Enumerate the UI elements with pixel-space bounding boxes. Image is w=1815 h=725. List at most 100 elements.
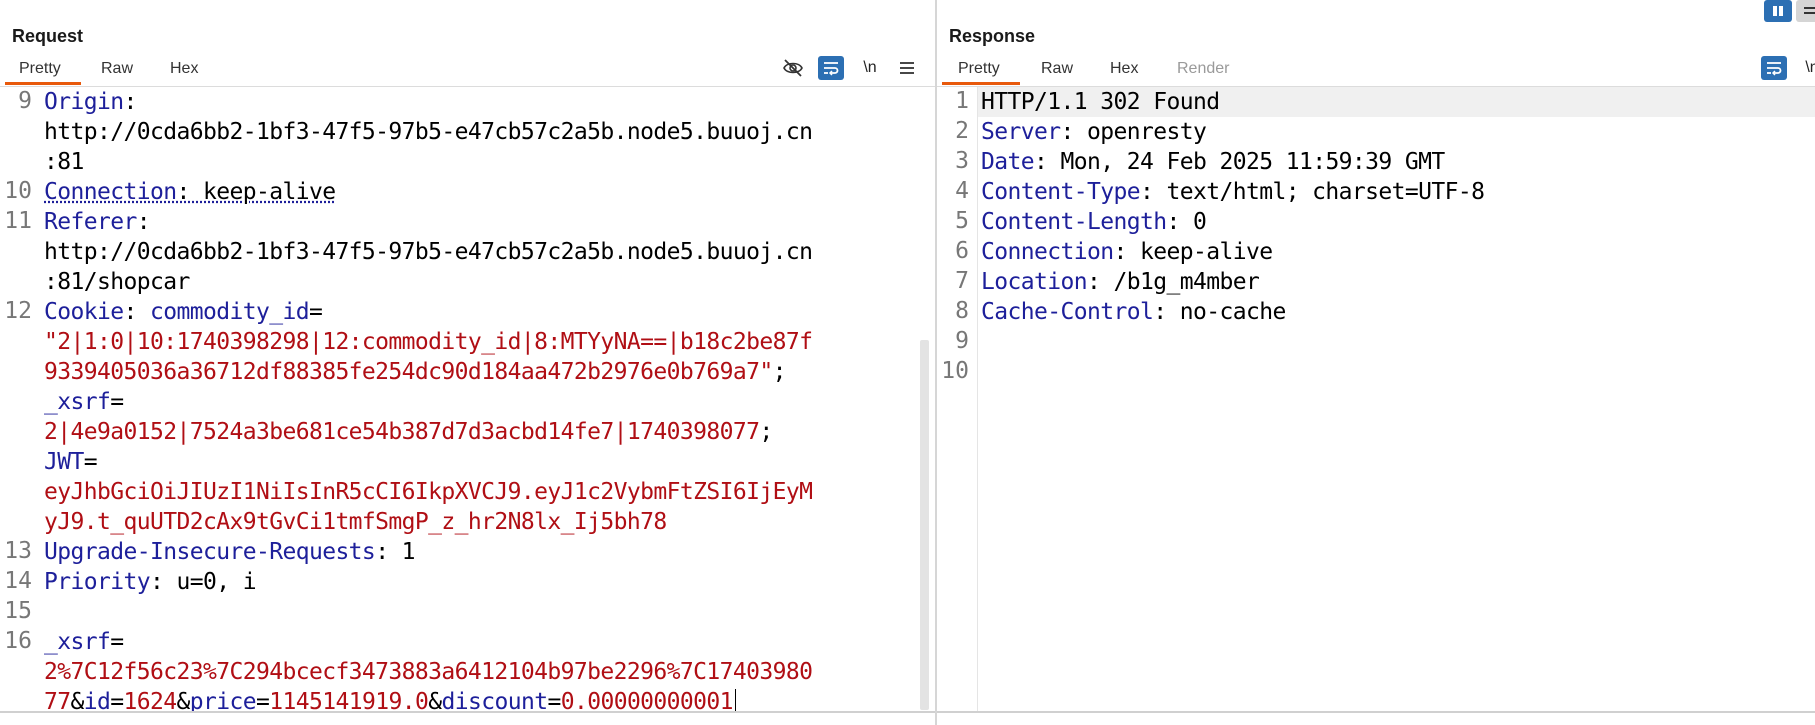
header-name: JWT xyxy=(44,449,84,475)
line-number: 11 xyxy=(4,208,32,234)
code-line: Connection: keep-alive xyxy=(981,237,1273,267)
wrap-lines-icon[interactable] xyxy=(1761,56,1787,80)
code-text: : /b1g_m4mber xyxy=(1086,269,1260,295)
code-line: Date: Mon, 24 Feb 2025 11:59:39 GMT xyxy=(981,147,1445,177)
tab-response-raw[interactable]: Raw xyxy=(1041,60,1074,77)
request-editor[interactable]: 9 Origin: http://0cda6bb2-1bf3-47f5-97b5-… xyxy=(0,87,935,711)
code-line: Upgrade-Insecure-Requests: 1 xyxy=(44,537,416,567)
header-name: price xyxy=(189,689,257,711)
code-line: 9339405036a36712df88385fe254dc90d184aa47… xyxy=(44,357,786,387)
code-line: eyJhbGciOiJIUzI1NiIsInR5cCI6IkpXVCJ9.eyJ… xyxy=(44,477,813,507)
menu-lines-icon[interactable] xyxy=(1796,0,1815,22)
wrap-lines-icon[interactable] xyxy=(818,56,844,80)
line-number: 16 xyxy=(4,628,32,654)
code-text: = xyxy=(256,689,270,711)
header-value: eyJhbGciOiJIUzI1NiIsInR5cCI6IkpXVCJ9.eyJ… xyxy=(44,479,813,505)
code-text: = xyxy=(547,689,561,711)
header-name: Server xyxy=(981,119,1061,145)
code-text: http://0cda6bb2-1bf3-47f5-97b5-e47cb57c2… xyxy=(44,239,813,265)
code-line: 77&id=1624&price=1145141919.0&discount=0… xyxy=(44,687,734,711)
code-text: HTTP/1.1 302 Found xyxy=(981,89,1220,115)
line-number: 3 xyxy=(955,148,969,174)
code-line: 2|4e9a0152|7524a3be681ce54b387d7d3acbd14… xyxy=(44,417,773,447)
code-line: _xsrf= xyxy=(44,627,124,657)
header-name: Cache-Control xyxy=(981,299,1154,325)
code-text: :81/shopcar xyxy=(44,269,190,295)
code-text: : 0 xyxy=(1166,209,1207,235)
code-text: : 1 xyxy=(375,539,415,565)
header-name: Origin xyxy=(44,89,124,115)
code-line: JWT= xyxy=(44,447,98,477)
line-number: 12 xyxy=(4,298,32,324)
code-line: Priority: u=0, i xyxy=(44,567,257,597)
code-text: : openresty xyxy=(1060,119,1207,145)
line-number: 7 xyxy=(955,268,969,294)
line-number: 1 xyxy=(955,88,969,114)
tab-request-raw[interactable]: Raw xyxy=(101,60,134,77)
code-line: Cookie: commodity_id= xyxy=(44,297,323,327)
code-text: = xyxy=(110,629,124,655)
code-text: :81 xyxy=(44,149,84,175)
tab-response-pretty[interactable]: Pretty xyxy=(958,60,1000,77)
split-layout-icon[interactable] xyxy=(1764,0,1792,22)
request-bottom-border xyxy=(0,711,935,713)
header-value: 2|4e9a0152|7524a3be681ce54b387d7d3acbd14… xyxy=(44,419,760,445)
line-number: 4 xyxy=(955,178,969,204)
header-name: _xsrf xyxy=(44,389,111,415)
header-name: discount xyxy=(441,689,548,711)
response-tabs: Pretty Raw Hex Render xyxy=(937,56,1815,86)
code-line: Content-Length: 0 xyxy=(981,207,1207,237)
line-number: 13 xyxy=(4,538,32,564)
newline-toggle-button[interactable]: \n xyxy=(1805,59,1815,76)
header-name: commodity_id xyxy=(149,299,310,325)
line-number: 5 xyxy=(955,208,969,234)
tabs-border xyxy=(937,86,1815,87)
header-name: Connection xyxy=(44,179,177,205)
code-line: HTTP/1.1 302 Found xyxy=(981,87,1220,117)
header-value: 1145141919.0 xyxy=(269,689,429,711)
line-number: 9 xyxy=(18,88,32,114)
request-title: Request xyxy=(12,26,84,46)
tab-request-pretty[interactable]: Pretty xyxy=(19,60,61,77)
active-tab-indicator xyxy=(5,82,81,85)
header-value: 9339405036a36712df88385fe254dc90d184aa47… xyxy=(44,359,773,385)
tab-request-hex[interactable]: Hex xyxy=(170,60,199,77)
header-name: Content-Type xyxy=(981,179,1141,205)
code-text: : xyxy=(123,299,150,325)
request-toolbar: \n xyxy=(780,56,930,82)
code-line: Origin: xyxy=(44,87,150,117)
header-value: 2%7C12f56c23%7C294bcecf3473883a6412104b9… xyxy=(44,659,813,685)
code-line: http://0cda6bb2-1bf3-47f5-97b5-e47cb57c2… xyxy=(44,117,813,147)
response-toolbar: \n xyxy=(1761,56,1815,82)
header-value: 1624 xyxy=(123,689,178,711)
newline-toggle-button[interactable]: \n xyxy=(863,59,877,76)
tab-response-render[interactable]: Render xyxy=(1177,60,1230,77)
code-line: Cache-Control: no-cache xyxy=(981,297,1286,327)
code-text: : xyxy=(123,89,150,115)
header-name: id xyxy=(83,689,111,711)
line-number: 14 xyxy=(4,568,32,594)
hamburger-menu-icon[interactable] xyxy=(894,56,920,80)
code-text: : text/html; charset=UTF-8 xyxy=(1139,179,1485,205)
line-number: 10 xyxy=(4,178,32,204)
eye-off-icon[interactable] xyxy=(780,56,806,80)
code-text: : keep-alive xyxy=(176,179,336,205)
code-line: Location: /b1g_m4mber xyxy=(981,267,1260,297)
header-name: Content-Length xyxy=(981,209,1167,235)
code-line: Server: openresty xyxy=(981,117,1207,147)
line-number-gutter xyxy=(937,87,978,711)
code-line: 2%7C12f56c23%7C294bcecf3473883a6412104b9… xyxy=(44,657,813,687)
pane-divider[interactable] xyxy=(935,0,937,725)
code-text: ; xyxy=(772,359,787,385)
line-number: 9 xyxy=(955,328,969,354)
request-pane: Request Pretty Raw Hex \n 9 Origin: http:… xyxy=(0,26,935,713)
line-number: 6 xyxy=(955,238,969,264)
tab-response-hex[interactable]: Hex xyxy=(1110,60,1139,77)
request-scrollbar[interactable] xyxy=(920,340,929,710)
code-text: http://0cda6bb2-1bf3-47f5-97b5-e47cb57c2… xyxy=(44,119,813,145)
code-line: Content-Type: text/html; charset=UTF-8 xyxy=(981,177,1485,207)
code-text: : u=0, i xyxy=(149,569,257,595)
code-line: Referer: xyxy=(44,207,163,237)
line-number: 15 xyxy=(4,598,32,624)
